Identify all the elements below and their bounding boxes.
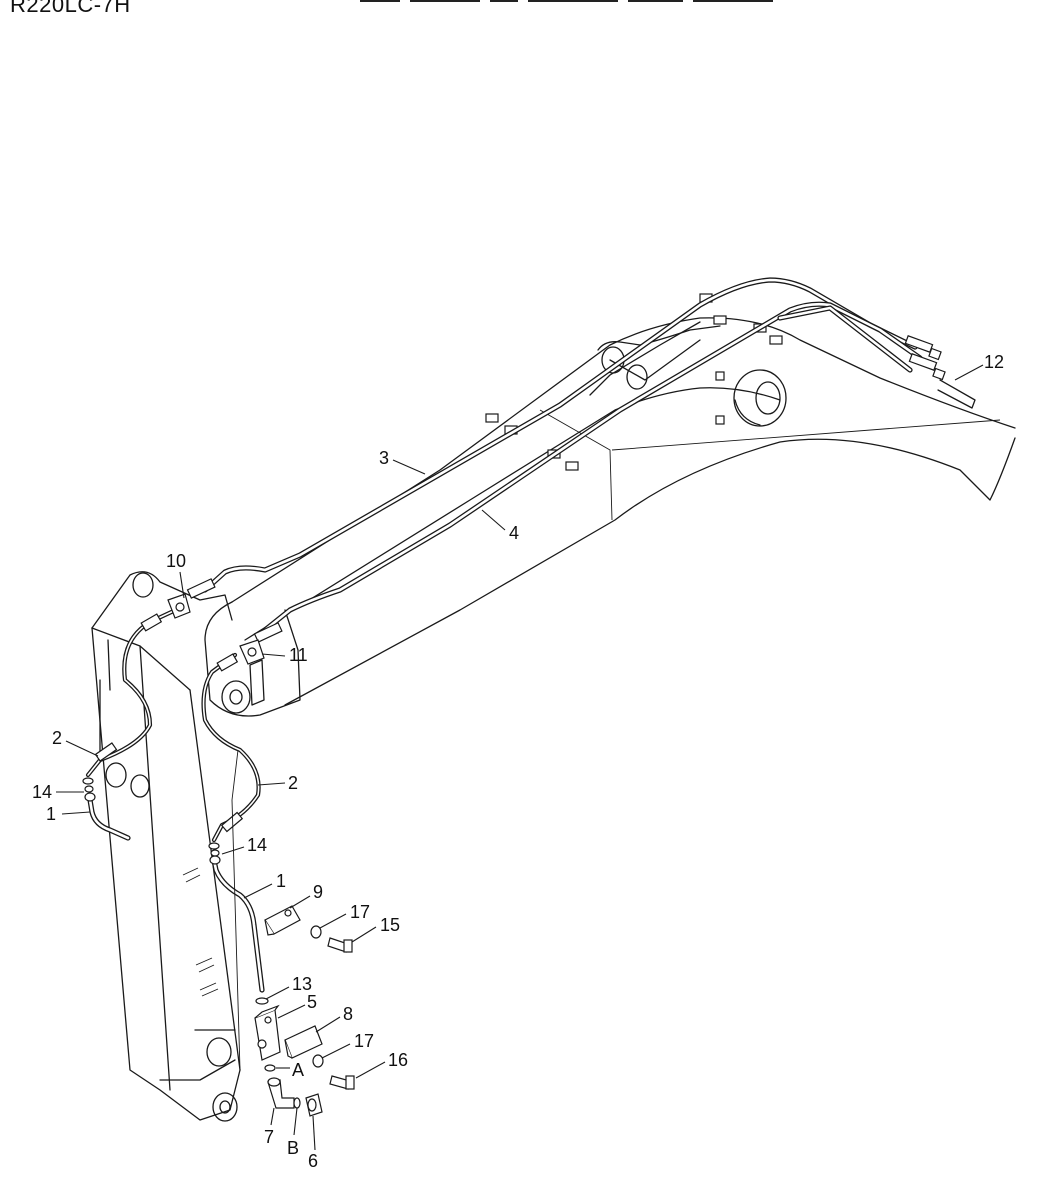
o-ring-B xyxy=(293,1097,301,1109)
callout-9: 9 xyxy=(313,882,323,902)
pipe-3 xyxy=(202,277,918,593)
callout-2-right: 2 xyxy=(288,773,298,793)
elbow-7 xyxy=(267,1077,295,1109)
pipe-4 xyxy=(262,301,923,633)
block-5 xyxy=(254,1004,281,1061)
pipe-1-left xyxy=(87,797,131,841)
bracket-8 xyxy=(284,1025,323,1059)
callout-1-right: 1 xyxy=(276,871,286,891)
callout-12: 12 xyxy=(984,352,1004,372)
callout-13: 13 xyxy=(292,974,312,994)
callout-17-upper: 17 xyxy=(350,902,370,922)
cropped-title-strokes xyxy=(360,0,830,6)
hose-2-left xyxy=(85,605,183,778)
o-ring-13 xyxy=(255,997,269,1005)
arm-outline xyxy=(91,571,241,1122)
callout-4: 4 xyxy=(509,523,519,543)
boom-outline xyxy=(204,293,1016,717)
pipe-1-right xyxy=(211,749,265,1071)
pipe-end-fittings xyxy=(904,335,976,409)
callout-1-left: 1 xyxy=(46,804,56,824)
callout-7: 7 xyxy=(264,1127,274,1147)
bracket-9 xyxy=(264,905,301,936)
callout-11: 11 xyxy=(289,645,308,665)
callout-labels: 12 3 4 10 11 2 2 14 14 1 1 9 17 15 13 5 … xyxy=(32,352,1004,1171)
callout-14-left: 14 xyxy=(32,782,52,802)
washer-bolt-17-16 xyxy=(312,1054,355,1090)
callout-3: 3 xyxy=(379,448,389,468)
callout-17-lower: 17 xyxy=(354,1031,374,1051)
callout-5: 5 xyxy=(307,992,317,1012)
o-rings-14 xyxy=(82,777,221,865)
model-code: R220LC-7H xyxy=(10,0,131,17)
o-ring-A xyxy=(264,1064,276,1072)
callout-6: 6 xyxy=(308,1151,318,1171)
callout-10: 10 xyxy=(166,551,186,571)
callout-14-right: 14 xyxy=(247,835,267,855)
hose-fittings xyxy=(94,578,283,833)
plug-6 xyxy=(305,1093,323,1117)
callout-A: A xyxy=(292,1060,304,1080)
callout-2-left: 2 xyxy=(52,728,62,748)
leader-lines xyxy=(56,364,984,1151)
hose-2-right xyxy=(201,652,261,843)
washer-bolt-17-15 xyxy=(310,925,353,953)
callout-16: 16 xyxy=(388,1050,408,1070)
callout-8: 8 xyxy=(343,1004,353,1024)
callout-15: 15 xyxy=(380,915,400,935)
callout-B: B xyxy=(287,1138,299,1158)
